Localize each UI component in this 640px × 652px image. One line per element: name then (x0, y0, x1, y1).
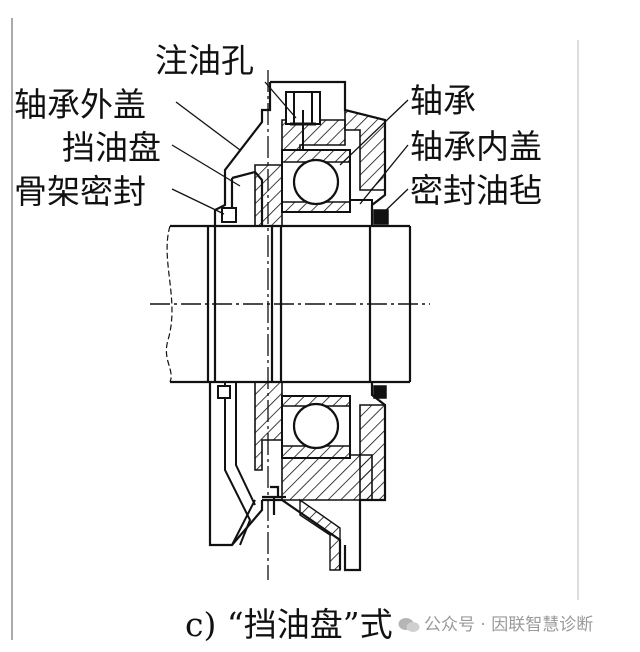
label-frame-seal: 骨架密封 (14, 172, 146, 211)
oil-slinger-lower (224, 382, 256, 546)
leader-lines (171, 81, 409, 215)
leader-outer-cover (175, 101, 241, 151)
bearing-lower (281, 395, 351, 459)
label-oil-slinger: 挡油盘 (62, 128, 161, 167)
label-oil-hole: 注油孔 (155, 41, 254, 80)
label-seal-felt: 密封油毡 (410, 171, 542, 210)
housing-hatch-lower-left (254, 381, 283, 471)
drain-plug (262, 485, 286, 515)
label-bearing-inner-cover: 轴承内盖 (410, 127, 542, 166)
wechat-logo-icon (398, 616, 420, 634)
oil-hole-fitting (285, 91, 321, 150)
cover-hatch-lower-tail (299, 498, 341, 571)
frame-seal-lower (217, 385, 231, 399)
frame-seal-upper (221, 207, 237, 223)
watermark-text: 公众号 · 因联智慧诊断 (424, 614, 594, 635)
outer-cover-hatch-lower (281, 454, 373, 501)
watermark: 公众号 · 因联智慧诊断 (398, 616, 593, 634)
leader-frame-seal (171, 188, 225, 215)
ball-lower (292, 402, 340, 450)
leader-oil-hole (264, 81, 297, 119)
leader-inner-cover (359, 144, 409, 205)
leader-seal-felt (381, 188, 409, 215)
ball-upper (292, 158, 340, 206)
diagram-caption: c) “挡油盘”式 (185, 605, 393, 644)
label-bearing-outer-cover: 轴承外盖 (14, 85, 146, 124)
cover-hatch-lower-right (359, 404, 386, 501)
housing-hatch-upper (254, 164, 283, 227)
leader-oil-slinger (171, 144, 241, 187)
inner-cover-upper (350, 199, 373, 226)
label-bearing: 轴承 (410, 81, 476, 120)
seal-felt-lower (373, 385, 387, 399)
leader-bearing (339, 99, 409, 166)
bearing-upper (281, 149, 351, 213)
seal-felt-upper (373, 209, 389, 225)
